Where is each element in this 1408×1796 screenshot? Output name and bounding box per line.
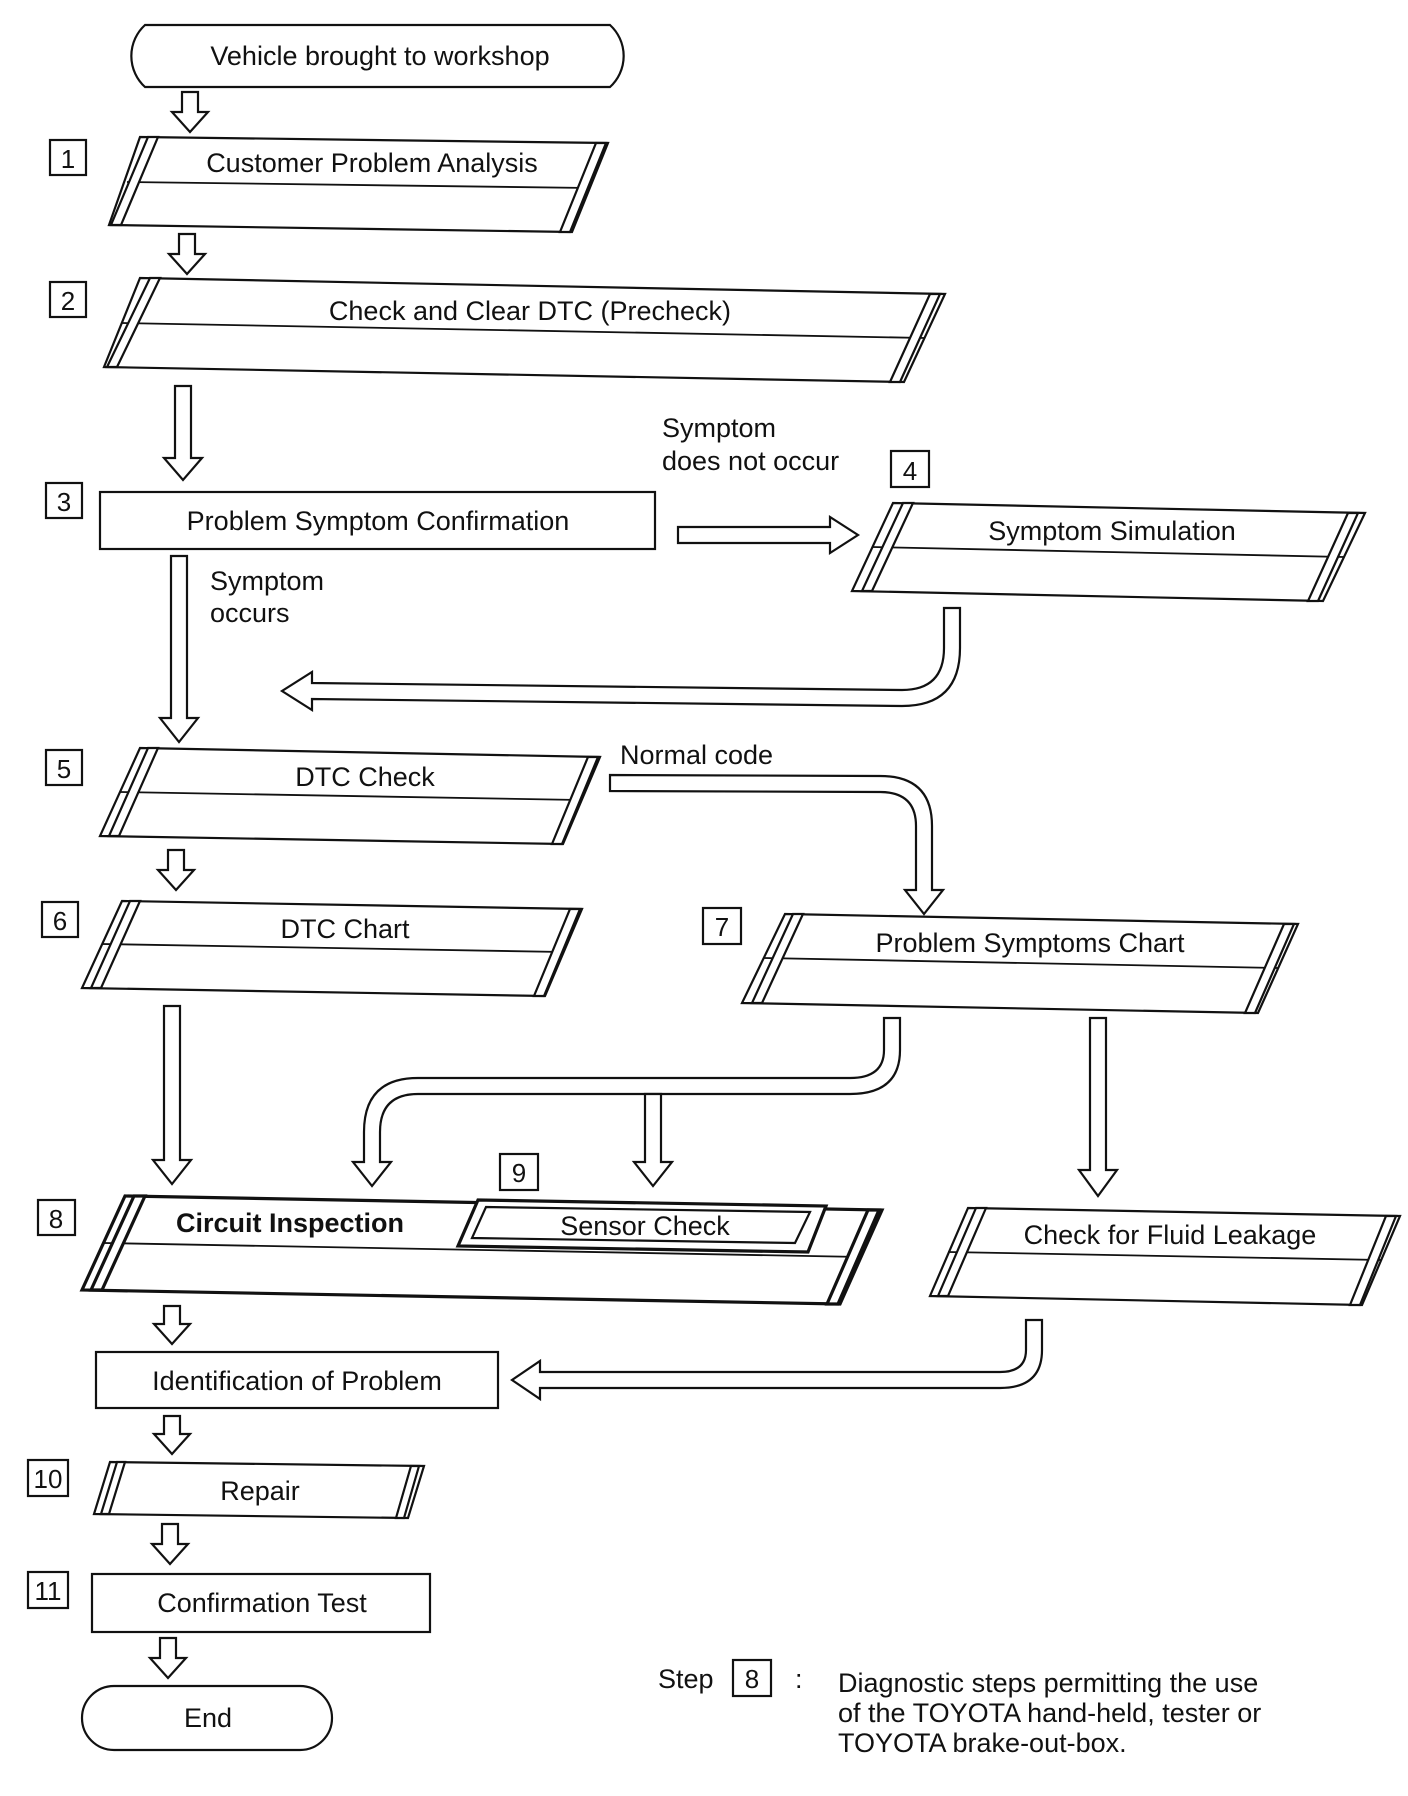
step-7-label: Problem Symptoms Chart [875, 928, 1185, 958]
note-colon: : [795, 1664, 803, 1694]
note-prefix: Step [658, 1664, 714, 1694]
step-3-problem-symptom-confirmation: 3 Problem Symptom Confirmation [44, 481, 657, 551]
step-6-number: 6 [53, 906, 67, 936]
note-line-1: Diagnostic steps permitting the use [838, 1668, 1258, 1698]
label-symptom-occurs-2: occurs [210, 598, 290, 628]
step-10-repair: 10 Repair [26, 1458, 426, 1520]
note-line-3: TOYOTA brake-out-box. [838, 1728, 1127, 1758]
arrow-start-to-step-1 [169, 90, 211, 134]
start-label: Vehicle brought to workshop [210, 41, 549, 71]
arrow-step-5-to-step-6 [155, 848, 197, 892]
step-9-label: Sensor Check [560, 1211, 730, 1241]
step-4-number: 4 [903, 456, 917, 486]
step-2-number: 2 [61, 286, 75, 316]
arrow-step-6-to-step-8 [150, 1004, 194, 1186]
start-terminal: Vehicle brought to workshop [130, 23, 625, 89]
step-10-number: 10 [34, 1464, 63, 1494]
label-normal-code: Normal code [620, 740, 773, 770]
label-symptom-not-occur-1: Symptom [662, 413, 776, 443]
arrow-step-11-to-end [147, 1636, 189, 1680]
step-11-number: 11 [35, 1576, 62, 1606]
arrow-step-2-to-step-3 [161, 384, 205, 482]
arrow-step-1-to-step-2 [166, 232, 208, 276]
step-2-check-and-clear-dtc: 2 Check and Clear DTC (Precheck) [48, 276, 947, 384]
step-4-symptom-simulation: 4 Symptom Simulation [850, 449, 1367, 603]
check-for-fluid-leakage: Check for Fluid Leakage [928, 1206, 1402, 1307]
end-terminal: End [80, 1684, 334, 1752]
step-6-dtc-chart: 6 DTC Chart [40, 899, 584, 998]
step-note: Step 8 : Diagnostic steps permitting the… [658, 1658, 1261, 1758]
step-8-label: Circuit Inspection [176, 1208, 404, 1238]
arrow-step-7-to-circuit-inspection [350, 1016, 902, 1188]
arrow-step-5-normal-code-to-step-7 [608, 773, 946, 916]
step-7-number: 7 [715, 912, 729, 942]
fluid-leakage-label: Check for Fluid Leakage [1024, 1220, 1317, 1250]
step-5-dtc-check: 5 DTC Check [44, 746, 602, 846]
step-11-confirmation-test: 11 Confirmation Test [26, 1570, 432, 1634]
step-7-problem-symptoms-chart: 7 Problem Symptoms Chart [701, 906, 1300, 1015]
note-step-number: 8 [745, 1664, 759, 1694]
step-1-number: 1 [61, 144, 75, 174]
identification-label: Identification of Problem [152, 1366, 442, 1396]
end-label: End [184, 1703, 232, 1733]
note-line-2: of the TOYOTA hand-held, tester or [838, 1698, 1261, 1728]
step-8-number: 8 [49, 1204, 63, 1234]
arrow-step-7-to-sensor-check [631, 1092, 675, 1188]
step-9-sensor-check: 9 Sensor Check [455, 1152, 829, 1254]
arrow-step-3-to-step-4 [676, 514, 861, 556]
step-3-label: Problem Symptom Confirmation [187, 506, 570, 536]
step-6-label: DTC Chart [280, 914, 410, 944]
arrow-step-3-to-step-5 [157, 554, 201, 744]
step-5-number: 5 [57, 754, 71, 784]
arrow-fluid-leakage-to-identification [510, 1318, 1044, 1402]
arrow-identification-to-step-10 [151, 1414, 193, 1456]
step-2-label: Check and Clear DTC (Precheck) [329, 296, 731, 326]
label-symptom-not-occur-2: does not occur [662, 446, 839, 476]
step-11-label: Confirmation Test [157, 1588, 367, 1618]
arrow-step-10-to-step-11 [149, 1522, 191, 1566]
step-1-customer-problem-analysis: 1 Customer Problem Analysis [48, 135, 610, 234]
step-3-number: 3 [57, 487, 71, 517]
arrow-step-7-to-fluid-leakage [1076, 1016, 1120, 1198]
step-4-label: Symptom Simulation [988, 516, 1236, 546]
label-symptom-occurs-1: Symptom [210, 566, 324, 596]
step-9-number: 9 [512, 1158, 526, 1188]
arrow-step-4-return [279, 606, 962, 712]
arrow-step-8-to-identification [151, 1304, 193, 1346]
step-1-label: Customer Problem Analysis [206, 148, 538, 178]
identification-of-problem: Identification of Problem [94, 1350, 500, 1410]
step-10-label: Repair [220, 1476, 300, 1506]
step-5-label: DTC Check [295, 762, 435, 792]
